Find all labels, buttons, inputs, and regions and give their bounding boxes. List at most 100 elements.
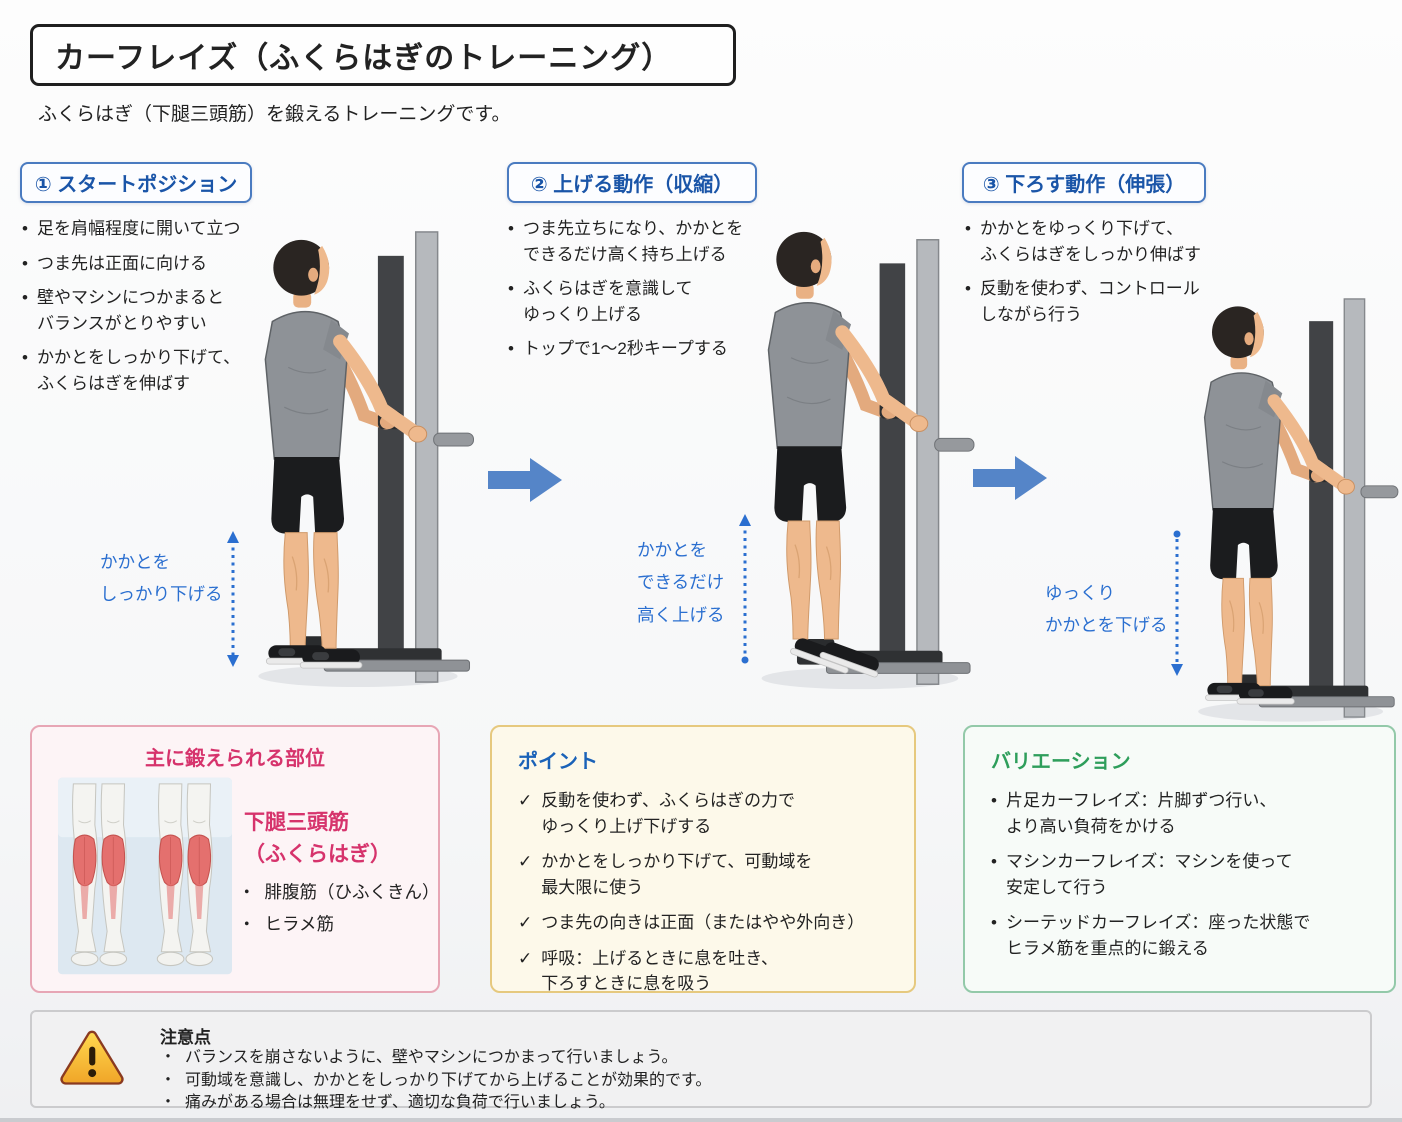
list-item: • かかとをゆっくり下げて、ふくらはぎをしっかり伸ばす [965, 216, 1265, 267]
list-item-text: 足を肩幅程度に開いて立つ [36, 219, 241, 238]
exercise-figure-start-position [228, 218, 478, 696]
down-arrow-icon [1168, 529, 1186, 677]
list-item-text: かかとをゆっくり下げて、ふくらはぎをしっかり伸ばす [979, 219, 1201, 264]
list-marker: • [508, 219, 514, 238]
list-marker: • [22, 348, 28, 367]
list-marker: ・ [160, 1071, 177, 1089]
list-item: • トップで1～2秒キープする [508, 336, 788, 362]
list-item-text: つま先は正面に向ける [36, 253, 207, 273]
list-item: • かかとをしっかり下げて、ふくらはぎを伸ばす [22, 345, 292, 396]
list-item: • つま先は正面に向ける [22, 251, 292, 277]
muscle-bullet-list: ・腓腹筋（ひふくきん）・ヒラメ筋 [238, 877, 440, 941]
list-marker: • [991, 913, 997, 932]
trained-muscles-box: 主に鍛えられる部位 下腿三頭筋 （ふくらはぎ） [30, 725, 440, 993]
list-item-text: 呼吸：上げるときに息を吐き、下ろすときに息を吸う [541, 948, 779, 994]
caution-title: 注意点 [160, 1028, 211, 1047]
variations-box: バリエーション • 片足カーフレイズ：片脚ずつ行い、より高い負荷をかける • マシンカ… [963, 725, 1396, 993]
list-item: • シーテッドカーフレイズ：座った状態でヒラメ筋を重点的に鍛える [991, 910, 1394, 961]
list-item: ✓ つま先の向きは正面（またはやや外向き） [518, 910, 914, 936]
list-item-text: つま先立ちになり、かかとをできるだけ高く持ち上げる [522, 219, 744, 264]
caution-list: ・バランスを崩さないように、壁やマシンにつかまって行いましょう。・可動域を意識し… [160, 1047, 711, 1115]
page-subtitle: ふくらはぎ（下腿三頭筋）を鍛えるトレーニングです。 [38, 104, 511, 125]
list-item: ✓ 反動を使わず、ふくらはぎの力でゆっくり上げ下げする [518, 788, 914, 839]
list-item-text: 腓腹筋（ひふくきん） [264, 882, 440, 902]
points-list: ✓ 反動を使わず、ふくらはぎの力でゆっくり上げ下げする ✓ かかとをしっかり下げて、可… [518, 788, 914, 997]
list-item-text: トップで1～2秒キープする [522, 339, 728, 358]
list-item-text: 反動を使わず、コントロールしながら行う [979, 279, 1200, 324]
list-marker: ・ [238, 882, 256, 902]
points-title: ポイント [518, 751, 598, 773]
list-item-text: 痛みがある場合は無理をせず、適切な負荷で行いましょう。 [185, 1094, 615, 1112]
trained-muscles-title: 主に鍛えられる部位 [145, 748, 325, 770]
exercise-figure-raised-heels [730, 226, 980, 698]
list-marker: ・ [238, 913, 256, 934]
list-marker: ✓ [518, 791, 533, 810]
list-item: ・可動域を意識し、かかとをしっかり下げてから上げることが効果的です。 [160, 1070, 711, 1093]
muscle-name: 下腿三頭筋 （ふくらはぎ） [244, 807, 391, 870]
list-item-text: かかとをしっかり下げて、可動域を最大限に使う [541, 852, 813, 897]
list-item: • ふくらはぎを意識してゆっくり上げる [508, 276, 788, 327]
list-marker: • [22, 219, 28, 238]
list-marker: • [22, 253, 28, 273]
step-1-label: ① スタートポジション [34, 174, 238, 196]
list-item: ✓呼吸：上げるときに息を吐き、下ろすときに息を吸う [518, 946, 914, 997]
step-3-bullet-list: • かかとをゆっくり下げて、ふくらはぎをしっかり伸ばす • 反動を使わず、コントロール… [965, 216, 1265, 336]
step-3-header: ③ 下ろす動作（伸張） [962, 162, 1206, 203]
list-item: • マシンカーフレイズ：マシンを使って安定して行う [991, 849, 1394, 900]
list-item: ・ヒラメ筋 [238, 909, 438, 941]
list-marker: • [991, 852, 997, 871]
list-marker: • [508, 279, 514, 298]
list-item: • 片足カーフレイズ：片脚ずつ行い、より高い負荷をかける [991, 788, 1394, 839]
list-marker: • [965, 279, 971, 298]
muscle-name-main: 下腿三頭筋 [244, 811, 349, 834]
list-item: ✓ かかとをしっかり下げて、可動域を最大限に使う [518, 849, 914, 900]
list-marker: ・ [160, 1094, 177, 1112]
annotation-lower-slowly: ゆっくりかかとを下げる [1045, 583, 1168, 636]
list-item-text: ヒラメ筋 [264, 913, 334, 934]
annotation-heels-up: かかとをできるだけ高く上げる [637, 540, 725, 625]
list-marker: ✓ [518, 913, 533, 932]
list-marker: • [991, 791, 997, 810]
range-arrow-icon-1 [224, 530, 242, 668]
list-item-text: 反動を使わず、ふくらはぎの力でゆっくり上げ下げする [541, 791, 796, 836]
list-item: • 足を肩幅程度に開いて立つ [22, 216, 292, 242]
list-item-text: マシンカーフレイズ：マシンを使って安定して行う [1005, 852, 1293, 897]
list-item: ・バランスを崩さないように、壁やマシンにつかまって行いましょう。 [160, 1047, 711, 1070]
step-2-bullet-list: • つま先立ちになり、かかとをできるだけ高く持ち上げる • ふくらはぎを意識してゆっく… [508, 216, 788, 371]
list-item: ・腓腹筋（ひふくきん） [238, 877, 440, 909]
list-marker: • [508, 339, 514, 358]
list-item-text: かかとをしっかり下げて、ふくらはぎを伸ばす [36, 348, 241, 393]
list-item-text: 可動域を意識し、かかとをしっかり下げてから上げることが効果的です。 [185, 1071, 712, 1089]
list-item-text: つま先の向きは正面（またはやや外向き） [541, 913, 865, 932]
list-marker: ✓ [518, 852, 533, 871]
list-item-text: シーテッドカーフレイズ：座った状態でヒラメ筋を重点的に鍛える [1005, 913, 1311, 958]
annotation-heels-down: かかとをしっかり下げる [100, 552, 223, 605]
step-1-bullet-list: • 足を肩幅程度に開いて立つ • つま先は正面に向ける • 壁やマシンにつかまるとバランス… [22, 216, 292, 405]
calf-anatomy-illustration [58, 777, 232, 975]
variations-list: • 片足カーフレイズ：片脚ずつ行い、より高い負荷をかける • マシンカーフレイズ：マシ… [991, 788, 1394, 961]
list-item-text: 壁やマシンにつかまるとバランスがとりやすい [36, 288, 224, 333]
points-box: ポイント ✓ 反動を使わず、ふくらはぎの力でゆっくり上げ下げする ✓ かかとをしっかり… [490, 725, 916, 993]
step-2-label: ② 上げる動作（収縮） [530, 174, 734, 196]
step-1-header: ① スタートポジション [20, 162, 252, 203]
page-title: カーフレイズ（ふくらはぎのトレーニング） [55, 42, 673, 75]
step-transition-arrow-2 [971, 452, 1049, 504]
variations-title: バリエーション [991, 751, 1131, 773]
up-arrow-icon [736, 513, 754, 665]
step-3-label: ③ 下ろす動作（伸張） [982, 174, 1186, 196]
list-item-text: 片足カーフレイズ：片脚ずつ行い、より高い負荷をかける [1005, 791, 1277, 836]
warning-triangle-icon [58, 1027, 126, 1089]
list-marker: • [22, 288, 28, 307]
list-marker: • [965, 219, 971, 238]
page-title-box: カーフレイズ（ふくらはぎのトレーニング） [30, 24, 736, 86]
list-item-text: バランスを崩さないように、壁やマシンにつかまって行いましょう。 [185, 1049, 678, 1066]
list-item: • 反動を使わず、コントロールしながら行う [965, 276, 1265, 327]
exercise-figure-lowered-heels [1168, 286, 1402, 730]
list-item: ・痛みがある場合は無理をせず、適切な負荷で行いましょう。 [160, 1092, 711, 1115]
list-item-text: ふくらはぎを意識してゆっくり上げる [522, 279, 693, 324]
list-item: • 壁やマシンにつかまるとバランスがとりやすい [22, 285, 292, 336]
step-2-header: ② 上げる動作（収縮） [507, 162, 757, 203]
step-transition-arrow-1 [486, 454, 564, 506]
muscle-name-reading: （ふくらはぎ） [244, 842, 391, 866]
